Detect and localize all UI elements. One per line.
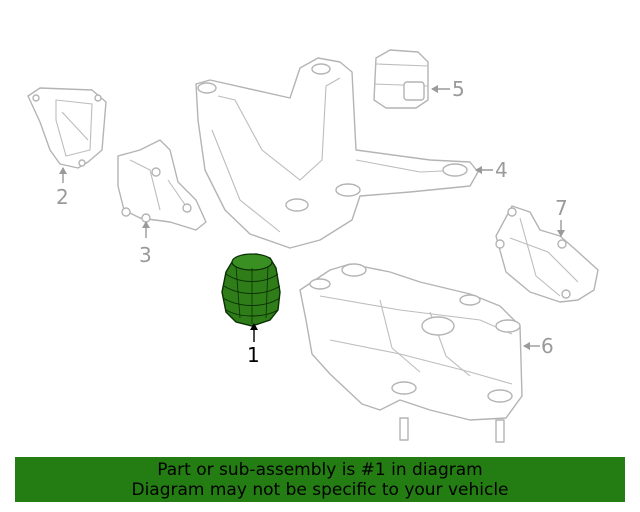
callout-4-label: 4	[495, 158, 508, 182]
callout-3[interactable]: 3	[139, 221, 152, 267]
banner-line-1: Part or sub-assembly is #1 in diagram	[157, 460, 483, 480]
part-3-bracket	[117, 139, 207, 231]
callout-2[interactable]: 2	[56, 167, 69, 209]
callout-5-label: 5	[452, 77, 465, 101]
callout-5[interactable]: 5	[431, 77, 465, 101]
part-4-crossmember	[195, 57, 479, 249]
part-2-bracket	[27, 87, 107, 169]
parts-diagram: 1 2 3 4 5 6 7	[27, 49, 599, 443]
callout-3-label: 3	[139, 243, 152, 267]
callout-1[interactable]: 1	[247, 323, 260, 367]
part-1-engine-mount	[221, 253, 281, 327]
callout-1-label: 1	[247, 343, 260, 367]
part-7-bracket	[495, 205, 599, 303]
callout-6-label: 6	[541, 334, 554, 358]
callout-4[interactable]: 4	[475, 158, 508, 182]
callout-7[interactable]: 7	[555, 196, 568, 237]
info-banner: Part or sub-assembly is #1 in diagram Di…	[15, 457, 625, 502]
callout-6[interactable]: 6	[523, 334, 554, 358]
callout-7-label: 7	[555, 196, 568, 220]
banner-line-2: Diagram may not be specific to your vehi…	[131, 480, 509, 500]
callout-2-label: 2	[56, 185, 69, 209]
part-6-carrier	[299, 263, 523, 443]
part-5-mount-block	[373, 49, 429, 109]
